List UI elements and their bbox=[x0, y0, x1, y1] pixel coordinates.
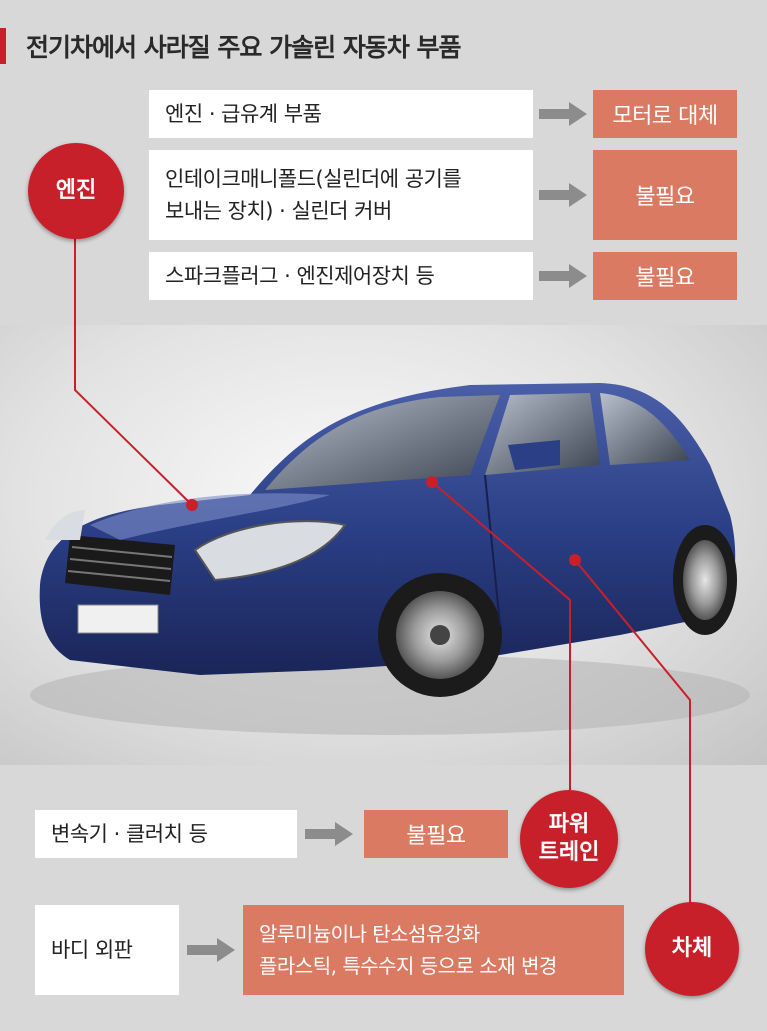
engine-part-1-label: 엔진 · 급유계 부품 bbox=[165, 102, 322, 126]
engine-circle-label: 엔진 bbox=[28, 143, 124, 239]
body-circle-text: 차체 bbox=[671, 936, 713, 961]
powertrain-part-label: 변속기 · 클러치 등 bbox=[51, 822, 208, 846]
engine-part-2-line2: 보내는 장치) · 실린더 커버 bbox=[165, 199, 392, 223]
arrow-right-icon bbox=[305, 822, 353, 846]
engine-circle-text: 엔진 bbox=[55, 178, 97, 203]
body-part: 바디 외판 bbox=[35, 905, 179, 995]
title-accent-bar bbox=[0, 28, 6, 64]
body-result: 알루미늄이나 탄소섬유강화 플라스틱, 특수수지 등으로 소재 변경 bbox=[243, 905, 624, 995]
car-photo bbox=[0, 325, 767, 765]
engine-result-3-label: 불필요 bbox=[635, 266, 695, 291]
engine-result-1-label: 모터로 대체 bbox=[612, 104, 718, 129]
engine-part-1: 엔진 · 급유계 부품 bbox=[149, 90, 533, 138]
engine-result-2-label: 불필요 bbox=[635, 185, 695, 210]
engine-part-3-label: 스파크플러그 · 엔진제어장치 등 bbox=[165, 264, 435, 288]
powertrain-result-label: 불필요 bbox=[406, 824, 466, 849]
powertrain-part: 변속기 · 클러치 등 bbox=[35, 810, 297, 858]
body-result-line2: 플라스틱, 특수수지 등으로 소재 변경 bbox=[259, 954, 557, 978]
powertrain-circle-label: 파워 트레인 bbox=[520, 790, 618, 888]
body-part-label: 바디 외판 bbox=[51, 938, 133, 962]
arrow-right-icon bbox=[539, 264, 587, 288]
body-circle-label: 차체 bbox=[645, 902, 739, 996]
engine-part-2-line1: 인테이크매니폴드(실린더에 공기를 bbox=[165, 167, 462, 191]
engine-result-1: 모터로 대체 bbox=[593, 90, 737, 138]
engine-result-3: 불필요 bbox=[593, 252, 737, 300]
arrow-right-icon bbox=[187, 938, 235, 962]
car-illustration bbox=[30, 383, 750, 735]
arrow-right-icon bbox=[539, 183, 587, 207]
engine-part-3: 스파크플러그 · 엔진제어장치 등 bbox=[149, 252, 533, 300]
page-title: 전기차에서 사라질 주요 가솔린 자동차 부품 bbox=[26, 33, 462, 62]
powertrain-circle-line2: 트레인 bbox=[538, 840, 600, 865]
engine-part-2: 인테이크매니폴드(실린더에 공기를 보내는 장치) · 실린더 커버 bbox=[149, 150, 533, 240]
powertrain-result: 불필요 bbox=[364, 810, 508, 858]
body-result-line1: 알루미늄이나 탄소섬유강화 bbox=[259, 922, 480, 946]
engine-result-2: 불필요 bbox=[593, 150, 737, 240]
powertrain-circle-line1: 파워 bbox=[548, 812, 590, 837]
arrow-right-icon bbox=[539, 102, 587, 126]
